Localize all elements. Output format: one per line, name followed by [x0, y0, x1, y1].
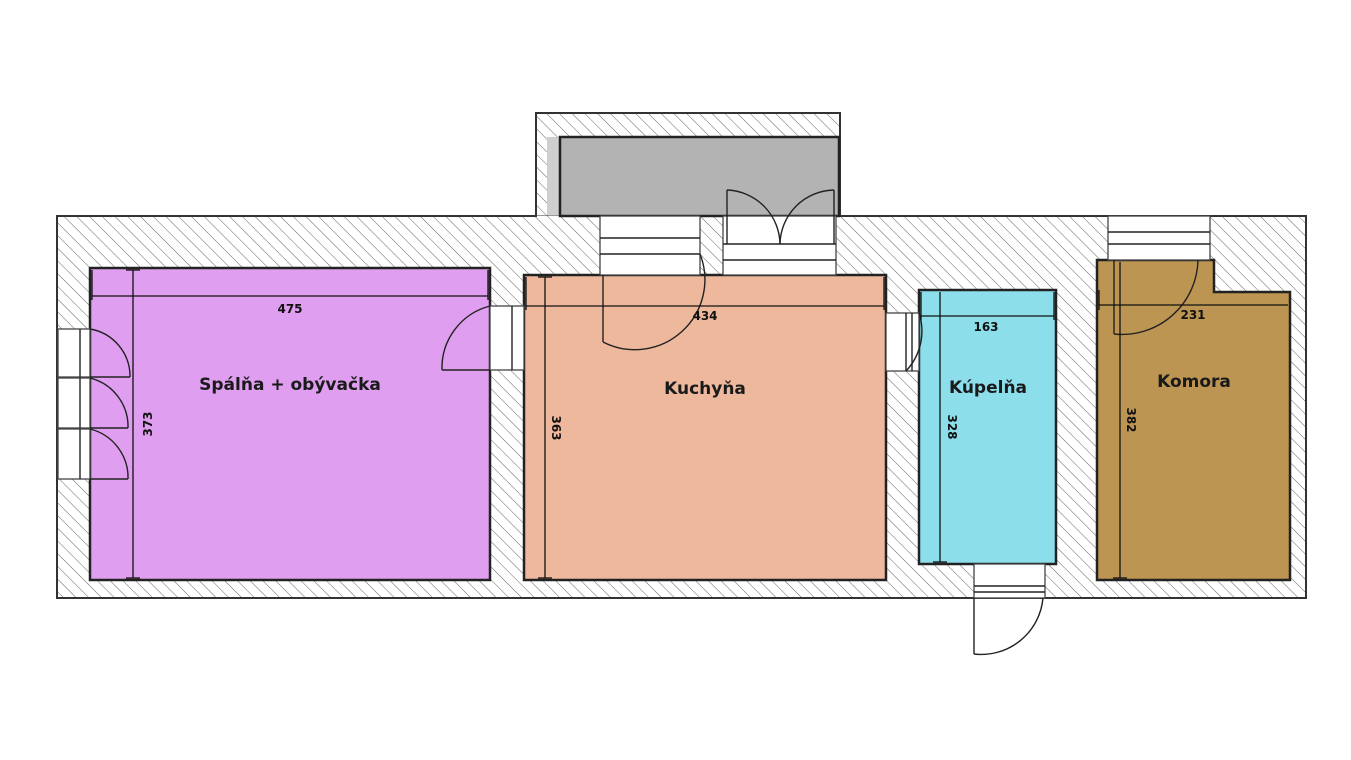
room-storage — [1095, 258, 1292, 582]
room-bedroom — [88, 266, 492, 582]
door-kitchen-bathroom — [885, 312, 923, 372]
door-bedroom-kitchen — [441, 305, 525, 371]
storage-label: Komora — [1157, 372, 1231, 392]
bathroom-height-dim: 328 — [945, 414, 959, 439]
kitchen-label: Kuchyňa — [664, 379, 746, 399]
room-kitchen — [522, 273, 888, 582]
bathroom-width-dim: 163 — [973, 320, 998, 334]
bedroom-width-dim: 475 — [277, 302, 302, 316]
balcony-floor — [558, 135, 841, 218]
bathroom-label: Kúpelňa — [949, 378, 1027, 398]
storage-width-dim: 231 — [1180, 308, 1205, 322]
bedroom-label: Spálňa + obývačka — [199, 375, 381, 395]
bedroom-height-dim: 373 — [141, 411, 155, 436]
room-bathroom — [917, 288, 1058, 566]
bedroom-windows — [57, 328, 131, 480]
balcony — [547, 135, 841, 218]
storage-height-dim: 382 — [1124, 407, 1138, 432]
storage-window — [1107, 215, 1211, 336]
entrance-door — [973, 563, 1046, 656]
kitchen-width-dim: 434 — [692, 309, 717, 323]
balcony-shadow — [547, 137, 561, 215]
dimensions — [91, 262, 1288, 579]
balcony-window — [599, 215, 706, 351]
kitchen-height-dim: 363 — [549, 415, 563, 440]
balcony-door — [722, 189, 837, 276]
